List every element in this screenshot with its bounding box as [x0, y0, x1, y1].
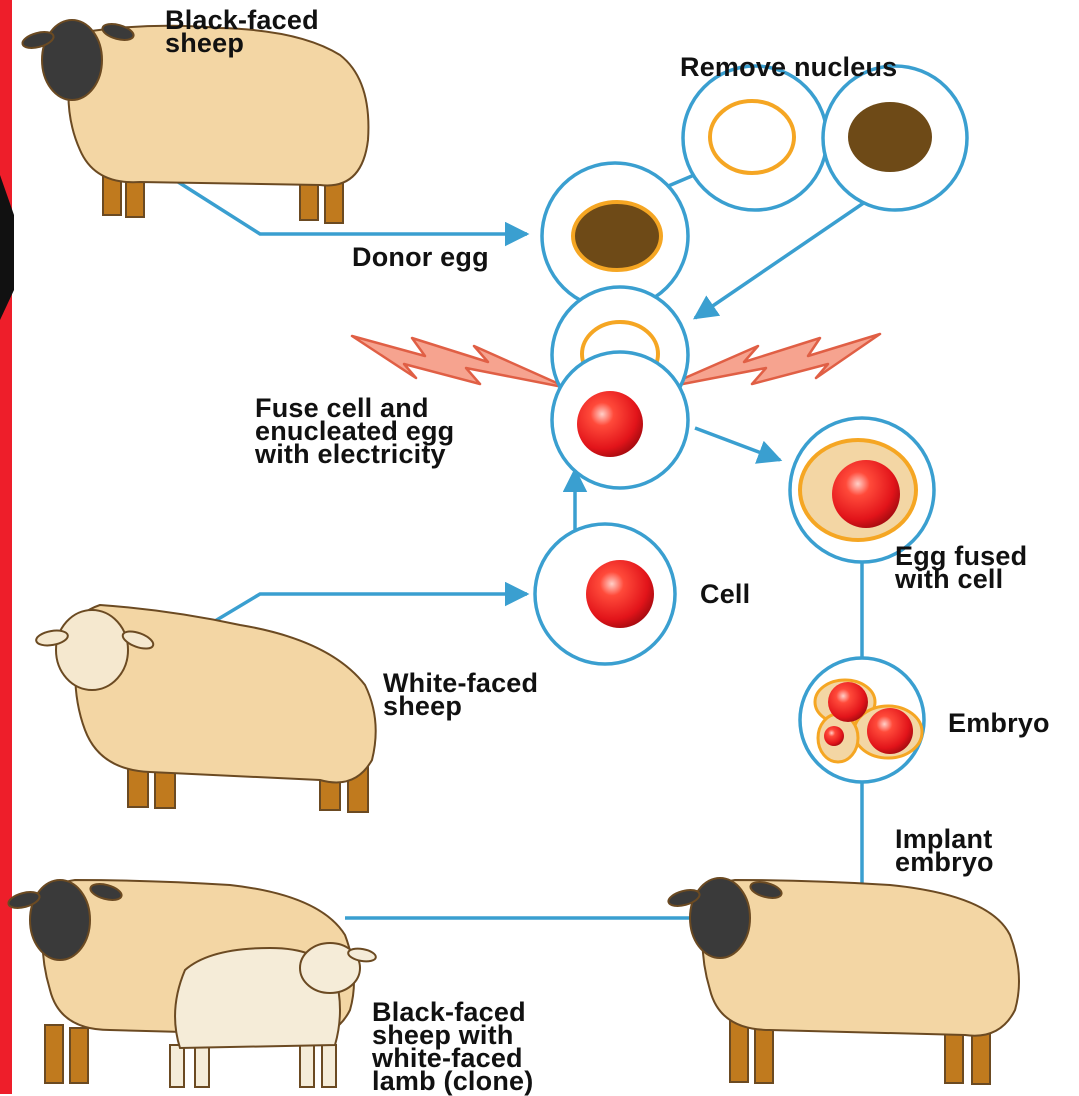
surrogate-black-faced-sheep	[667, 878, 1019, 1084]
label-egg-fused: Egg fused with cell	[895, 545, 1027, 591]
body-cell	[535, 524, 675, 664]
label-fuse: Fuse cell and enucleated egg with electr…	[255, 397, 454, 466]
arrow-sheep-to-donor-egg	[175, 180, 527, 234]
label-donor-egg: Donor egg	[352, 246, 489, 269]
label-remove-nucleus: Remove nucleus	[680, 56, 897, 79]
label-implant-embryo: Implant embryo	[895, 828, 994, 874]
fuse-body-cell	[552, 352, 688, 488]
white-faced-sheep	[35, 605, 376, 812]
left-accent-bar	[0, 0, 14, 1094]
label-clone: Black-faced sheep with white-faced lamb …	[372, 1001, 533, 1093]
removed-nucleus-cell	[823, 66, 967, 210]
label-cell: Cell	[700, 583, 750, 606]
connector-lines	[175, 170, 890, 918]
label-embryo: Embryo	[948, 712, 1050, 735]
electric-spark-right	[662, 334, 880, 388]
arrow-fuse-to-egg-fused	[695, 428, 780, 460]
label-black-faced-sheep: Black-faced sheep	[165, 9, 319, 55]
enucleated-egg-cell	[683, 66, 827, 210]
label-white-faced-sheep: White-faced sheep	[383, 672, 538, 718]
electric-spark-left	[352, 336, 568, 388]
embryo-cell	[800, 658, 924, 782]
